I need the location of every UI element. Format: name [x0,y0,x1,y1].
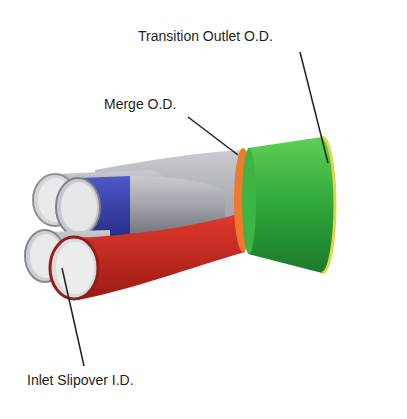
outlet-label: Transition Outlet O.D. [138,28,273,45]
merge-label: Merge O.D. [104,96,176,113]
inlet-label: Inlet Slipover I.D. [27,372,134,389]
